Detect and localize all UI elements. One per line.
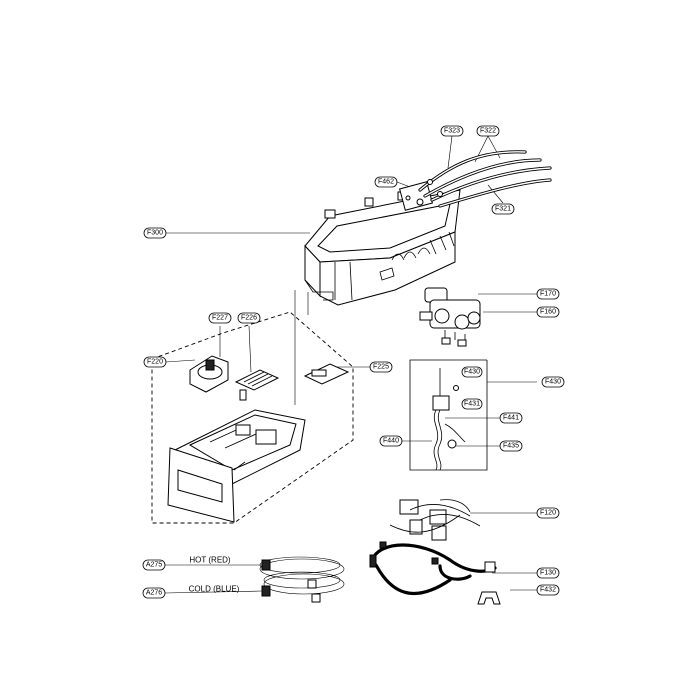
label-F225: F225: [369, 361, 393, 373]
hose-captions: HOT (RED) COLD (BLUE): [189, 556, 240, 594]
label-F441: F441: [499, 412, 523, 424]
label-F440: F440: [379, 435, 403, 447]
svg-text:F440: F440: [383, 438, 399, 445]
svg-text:F431: F431: [464, 401, 480, 408]
wire-harness: [369, 499, 501, 605]
label-F430: F430: [541, 376, 565, 388]
svg-text:F120: F120: [540, 510, 556, 517]
svg-text:F430: F430: [464, 369, 480, 376]
label-F226: F226: [237, 312, 261, 324]
svg-text:F130: F130: [540, 570, 556, 577]
fill-hoses: [259, 556, 345, 603]
label-F323: F323: [440, 125, 464, 137]
label-F431: F431: [461, 398, 483, 410]
svg-text:F226: F226: [241, 315, 257, 322]
svg-text:F435: F435: [503, 443, 519, 450]
drawer-assembly-outline: [151, 311, 354, 524]
svg-text:F430: F430: [545, 379, 561, 386]
svg-text:A276: A276: [146, 590, 162, 597]
svg-text:F462: F462: [378, 179, 394, 186]
svg-text:F220: F220: [147, 359, 163, 366]
label-F120: F120: [536, 507, 560, 519]
pressure-switch-assembly: [409, 359, 488, 471]
svg-text:F441: F441: [503, 415, 519, 422]
svg-text:F432: F432: [540, 587, 556, 594]
svg-text:F170: F170: [540, 291, 556, 298]
label-F130: F130: [536, 567, 560, 579]
label-F430-inner: F430: [461, 366, 483, 378]
label-F462: F462: [374, 176, 398, 188]
label-F435: F435: [499, 440, 523, 452]
label-F170: F170: [536, 288, 560, 300]
cold-caption: COLD (BLUE): [189, 585, 240, 594]
label-F432: F432: [536, 584, 560, 596]
svg-text:F322: F322: [480, 128, 496, 135]
label-A275: A275: [142, 559, 166, 571]
svg-text:F225: F225: [373, 364, 389, 371]
svg-text:F227: F227: [212, 315, 228, 322]
label-F220: F220: [143, 356, 167, 368]
svg-text:F300: F300: [147, 230, 163, 237]
hot-caption: HOT (RED): [189, 556, 231, 565]
label-F322: F322: [476, 125, 500, 137]
leader-lines: [164, 135, 537, 594]
svg-text:F160: F160: [540, 309, 556, 316]
svg-text:F323: F323: [444, 128, 460, 135]
label-F227: F227: [208, 312, 232, 324]
svg-text:F321: F321: [495, 206, 511, 213]
label-A276: A276: [142, 587, 166, 599]
label-F160: F160: [536, 306, 560, 318]
svg-text:A275: A275: [146, 562, 162, 569]
labels: F323 F322 F462 F321 F300 F170 F160 F227: [142, 125, 565, 599]
inlet-hoses: [418, 150, 552, 208]
label-F321: F321: [491, 203, 515, 215]
label-F300: F300: [143, 227, 167, 239]
drawer-parts: [167, 355, 350, 523]
water-inlet-valve: [419, 287, 481, 347]
dispenser-housing: [304, 181, 461, 306]
